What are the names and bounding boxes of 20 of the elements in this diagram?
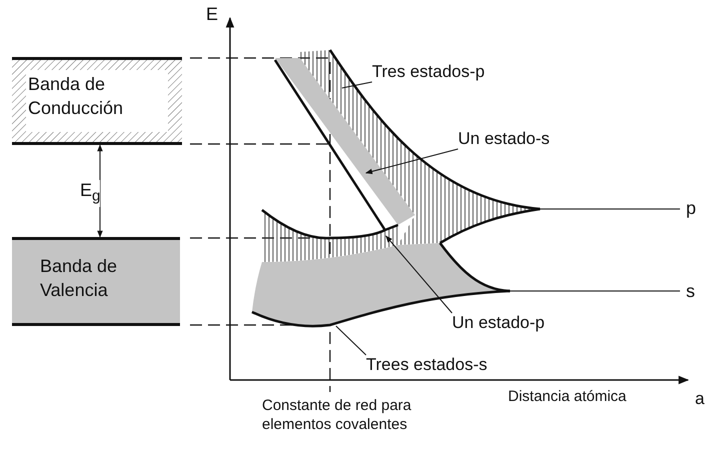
axis-label: a [695,389,704,409]
callout-text: Tres estados-p [372,62,485,82]
axis-note: Constante de red para elementos covalentes [262,396,412,434]
band-name: Banda de Conducción [28,73,124,120]
level-label: p [686,198,696,218]
axis-label: Distancia atómica [508,387,626,407]
leader-line [365,148,458,174]
axis-label: E [206,4,218,24]
leader-line [336,326,366,356]
callout-text: Un estado-p [452,313,545,333]
callout-text: Un estado-s [458,129,550,149]
energy-band-box [12,57,182,145]
energy-band-box [12,237,180,326]
edge-label: E$_{g}$ [80,180,100,207]
leader-line [342,82,372,88]
level-label: s [686,281,695,301]
leader-line [386,235,452,314]
band-name: Banda de Valencia [40,255,118,302]
callout-text: Trees estados-s [366,355,488,375]
arrow [97,144,103,238]
